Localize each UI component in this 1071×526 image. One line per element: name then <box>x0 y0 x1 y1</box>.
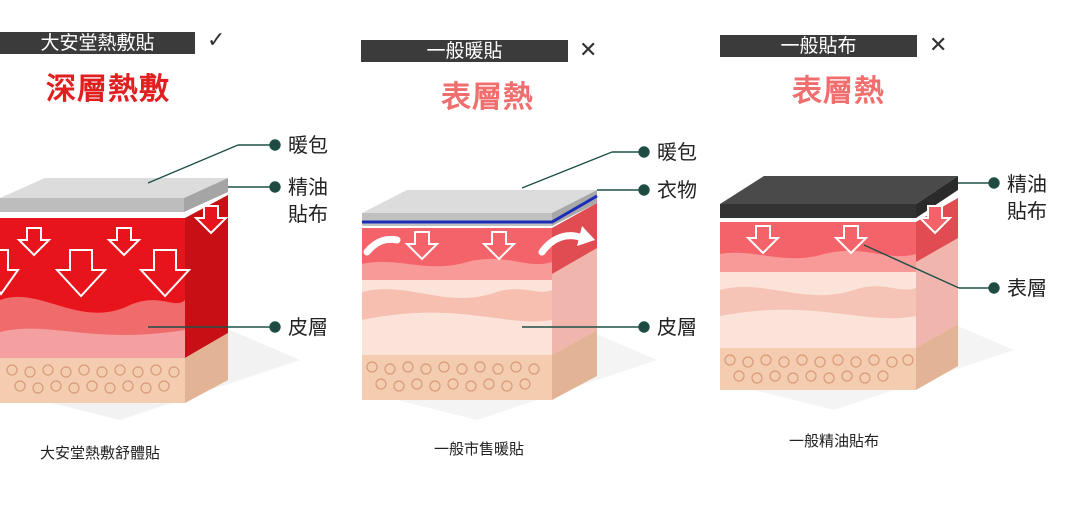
label-essential-oil: 精油 <box>1007 172 1047 196</box>
caption: 一般市售暖貼 <box>434 440 525 458</box>
label-clothing: 衣物 <box>657 178 697 202</box>
label-surface-layer: 表層 <box>1007 276 1047 300</box>
cross-icon: ✕ <box>579 38 598 63</box>
label-essential-oil: 精油 <box>288 175 328 199</box>
panel-warm-patch: 一般暖貼 ✕ 表層熱 <box>357 0 714 526</box>
cross-icon: ✕ <box>929 33 948 58</box>
curved-arrow-icon <box>363 232 586 256</box>
caption: 大安堂熱敷舒體貼 <box>40 444 161 462</box>
panel-daantang: 大安堂熱敷貼 ✓ 深層熱敷 <box>0 0 357 526</box>
check-icon: ✓ <box>207 28 226 53</box>
headline: 表層熱 <box>441 80 534 115</box>
heat-arrow-icon <box>0 205 229 298</box>
skin-diagram-oil <box>720 176 1014 410</box>
caption: 一般精油貼布 <box>789 432 880 450</box>
heat-arrow-icon <box>745 205 953 255</box>
product-tag: 一般貼布 <box>720 35 917 57</box>
heat-arrow-icon <box>404 231 517 261</box>
product-tag: 一般暖貼 <box>361 40 568 62</box>
skin-diagram-surface <box>362 146 657 420</box>
headline: 深層熱敷 <box>46 72 170 107</box>
skin-diagram-deep <box>0 139 300 420</box>
label-patch: 貼布 <box>1007 199 1047 223</box>
label-skin-layer: 皮層 <box>657 315 697 339</box>
label-skin-layer: 皮層 <box>288 315 328 339</box>
panel-oil-patch: 一般貼布 ✕ 表層熱 <box>714 0 1071 526</box>
label-warm-pack: 暖包 <box>288 133 328 157</box>
label-warm-pack: 暖包 <box>657 140 697 164</box>
product-tag: 大安堂熱敷貼 <box>0 32 195 54</box>
label-patch: 貼布 <box>288 202 328 226</box>
headline: 表層熱 <box>792 74 885 109</box>
